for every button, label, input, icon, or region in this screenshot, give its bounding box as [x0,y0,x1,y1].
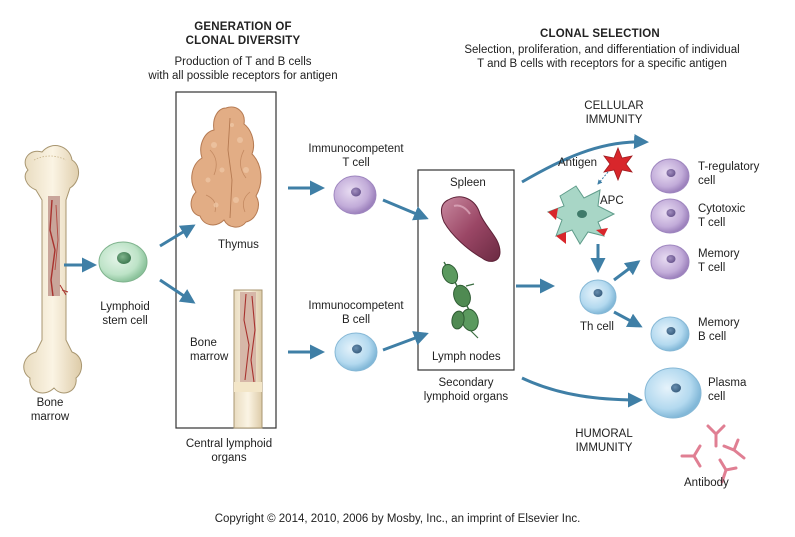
generation-heading-line-2: CLONAL DIVERSITY [185,35,301,47]
memory-b-label: Memory B cell [698,316,740,344]
generation-heading: GENERATION OF CLONAL DIVERSITY [178,20,308,48]
lymph-nodes-label: Lymph nodes [432,351,501,363]
plasma-cell-label: Plasma cell [708,376,746,404]
immunocompetent-t-label: Immunocompetent T cell [304,142,408,170]
bone-marrow-box-line-2: marrow [190,351,229,363]
clonal-subheading-line-2: T and B cells with receptors for a speci… [477,58,727,70]
lymphoid-stem-cell-line-1: Lymphoid [100,301,150,313]
immunocompetent-b-line-2: B cell [341,314,371,326]
immunocompetent-b-label: Immunocompetent B cell [304,299,408,327]
bone-marrow-box-label: Bone marrow [190,336,228,364]
spleen-label: Spleen [450,177,486,189]
t-regulatory-line-2: cell [698,175,716,187]
bone-marrow-label-line-1: Bone [36,397,64,409]
memory-t-line-2: T cell [698,262,726,274]
apc-illustration [546,185,616,245]
immunocompetent-t-line-2: T cell [342,157,370,169]
spleen-illustration [440,196,501,262]
thymus-illustration [190,106,262,228]
lymph-nodes-illustration [441,261,479,339]
central-lymphoid-line-1: Central lymphoid [185,438,273,450]
cytotoxic-t-cell-illustration [650,198,690,234]
generation-subheading-line-2: with all possible receptors for antigen [148,70,338,82]
cytotoxic-line-2: T cell [698,217,726,229]
central-lymphoid-line-2: organs [211,452,247,464]
cytotoxic-label: Cytotoxic T cell [698,202,745,230]
secondary-lymphoid-line-1: Secondary [438,377,494,389]
memory-t-cell-illustration [650,244,690,280]
t-regulatory-line-1: T-regulatory [698,161,760,173]
humoral-immunity-label: HUMORAL IMMUNITY [564,427,644,455]
th-cell-label: Th cell [580,321,614,333]
humoral-immunity-line-1: HUMORAL [575,428,633,440]
cellular-immunity-label: CELLULAR IMMUNITY [574,99,654,127]
lymphoid-stem-cell-label: Lymphoid stem cell [92,300,158,328]
plasma-cell-line-1: Plasma [708,377,747,389]
plasma-cell-line-2: cell [708,391,726,403]
plasma-cell-illustration [644,367,702,419]
flow-arrows [64,133,649,408]
central-lymphoid-label: Central lymphoid organs [176,437,282,465]
lymphoid-stem-cell-illustration [98,241,148,283]
memory-t-label: Memory T cell [698,247,740,275]
humoral-immunity-line-2: IMMUNITY [575,442,633,454]
central-lymphoid-box [175,91,277,429]
memory-b-line-1: Memory [698,317,740,329]
cellular-immunity-line-2: IMMUNITY [585,114,643,126]
bone-marrow-femur-illustration [23,145,82,394]
immunocompetent-t-line-1: Immunocompetent [308,143,404,155]
immunocompetent-t-cell-illustration [333,175,377,215]
antibody-label: Antibody [684,477,729,489]
clonal-selection-subheading: Selection, proliferation, and differenti… [452,43,752,71]
cytotoxic-line-1: Cytotoxic [698,203,746,215]
immunocompetent-b-line-1: Immunocompetent [308,300,404,312]
secondary-lymphoid-line-2: lymphoid organs [423,391,509,403]
memory-b-cell-illustration [650,316,690,352]
t-regulatory-cell-illustration [650,158,690,194]
secondary-lymphoid-box [417,169,515,371]
copyright-notice: Copyright © 2014, 2010, 2006 by Mosby, I… [214,513,581,525]
memory-b-line-2: B cell [698,331,727,343]
apc-label: APC [600,195,624,207]
generation-heading-line-1: GENERATION OF [194,21,292,33]
cellular-immunity-line-1: CELLULAR [584,100,644,112]
antibody-illustrations [680,424,746,484]
antigen-star [603,146,633,182]
clonal-subheading-line-1: Selection, proliferation, and differenti… [464,44,740,56]
memory-t-line-1: Memory [698,248,740,260]
clonal-selection-heading: CLONAL SELECTION [540,28,660,40]
antigen-label: Antigen [558,157,598,169]
bone-marrow-label-line-2: marrow [30,411,70,423]
bone-marrow-segment-illustration [233,289,263,429]
t-regulatory-label: T-regulatory cell [698,160,759,188]
lymphoid-stem-cell-line-2: stem cell [102,315,148,327]
bone-marrow-label: Bone marrow [20,396,80,424]
bone-marrow-box-line-1: Bone [190,337,217,349]
generation-subheading: Production of T and B cells with all pos… [140,55,346,83]
generation-subheading-line-1: Production of T and B cells [174,56,312,68]
thymus-label: Thymus [218,239,259,251]
th-cell-illustration [579,279,617,315]
immunocompetent-b-cell-illustration [334,332,378,372]
secondary-lymphoid-label: Secondary lymphoid organs [410,376,522,404]
